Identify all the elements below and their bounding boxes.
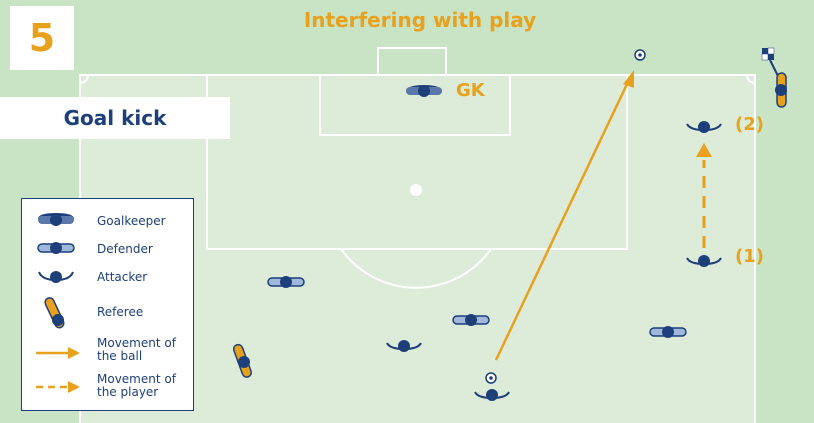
situation-label: Goal kick — [63, 106, 167, 130]
ball-movement-arrow — [494, 70, 634, 361]
corner-flag-icon — [761, 47, 779, 77]
goal — [377, 47, 447, 76]
legend-label-line2: the ball — [97, 349, 143, 363]
defender-icon — [37, 242, 75, 254]
goalkeeper-tag: GK — [456, 80, 485, 101]
referee-icon — [44, 297, 65, 329]
goalkeeper-icon — [38, 213, 74, 226]
legend-label-line1: Movement of — [97, 336, 176, 350]
attacker-icon — [686, 255, 722, 267]
defender-icon — [452, 314, 490, 326]
corner-arc-left — [79, 74, 89, 84]
attacker-icon — [474, 389, 510, 401]
ball-icon — [634, 49, 646, 61]
position-2-tag: (2) — [735, 114, 764, 135]
penalty-arc — [340, 248, 492, 289]
attacker-icon — [38, 271, 74, 283]
player-movement-arrow — [696, 143, 712, 248]
goalkeeper-icon — [406, 85, 442, 97]
diagram-number: 5 — [28, 16, 56, 60]
legend-label: Defender — [97, 242, 153, 256]
legend-item-defender: Defender — [22, 240, 195, 260]
legend-item-referee: Referee — [22, 296, 195, 332]
dashed-arrow-icon — [36, 381, 80, 393]
diagram-number-box: 5 — [10, 6, 74, 70]
legend: Goalkeeper Defender Attacker Referee — [21, 198, 194, 411]
legend-label-line2: the player — [97, 385, 159, 399]
legend-item-player-movement: Movement of the player — [22, 373, 195, 403]
legend-label-line1: Movement of — [97, 372, 176, 386]
diagram-title: Interfering with play — [303, 8, 537, 32]
defender-icon — [267, 276, 305, 288]
referee-icon — [232, 343, 252, 378]
penalty-spot — [410, 184, 422, 196]
situation-label-box: Goal kick — [0, 97, 230, 139]
legend-item-ball-movement: Movement of the ball — [22, 337, 195, 367]
corner-arc-right — [746, 74, 756, 84]
attacker-icon — [686, 121, 722, 133]
referee-icon — [775, 72, 787, 108]
legend-label: Goalkeeper — [97, 214, 166, 228]
legend-item-attacker: Attacker — [22, 268, 195, 288]
legend-label: Attacker — [97, 270, 148, 284]
legend-item-goalkeeper: Goalkeeper — [22, 212, 195, 232]
attacker-icon — [386, 340, 422, 352]
defender-icon — [649, 326, 687, 338]
legend-label: Referee — [97, 305, 144, 319]
ball-icon — [485, 372, 497, 384]
position-1-tag: (1) — [735, 246, 764, 267]
solid-arrow-icon — [36, 347, 80, 359]
